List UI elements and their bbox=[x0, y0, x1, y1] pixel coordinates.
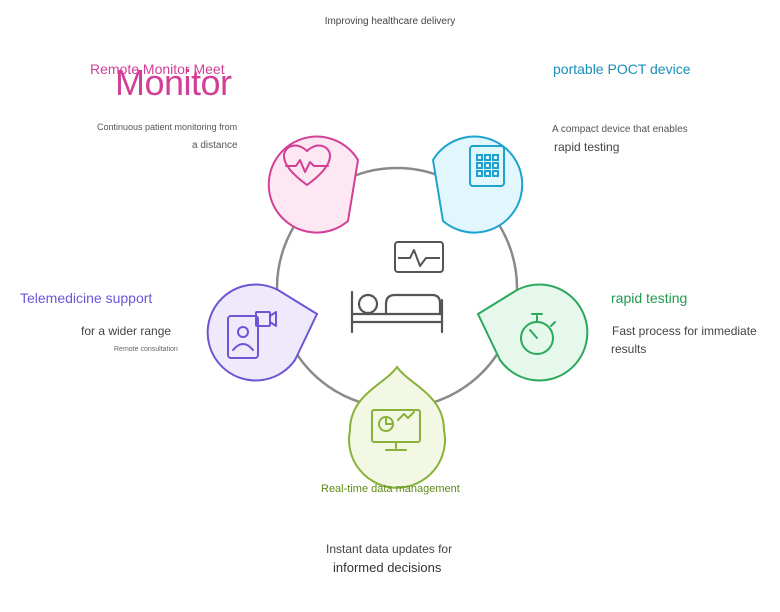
monitor-chart-icon bbox=[371, 409, 421, 451]
realtime-data-title: Real-time data management bbox=[321, 483, 460, 495]
keypad-device-icon bbox=[469, 145, 505, 187]
remote-monitor-desc-line2: a distance bbox=[192, 140, 238, 151]
telemedicine-title: Telemedicine support bbox=[20, 290, 153, 306]
remote-monitor-desc-line1: Continuous patient monitoring from bbox=[97, 122, 238, 132]
stopwatch-icon bbox=[520, 313, 556, 355]
poct-device-pin bbox=[431, 135, 524, 234]
telemedicine-desc-line1: for a wider range bbox=[81, 324, 172, 338]
rapid-testing-desc-line2: results bbox=[611, 342, 647, 356]
poct-device-node bbox=[431, 135, 524, 234]
remote-monitor-pin bbox=[267, 135, 360, 234]
remote-monitor-title-small: Remote Monitor Meet bbox=[90, 61, 225, 77]
rapid-testing-desc-line1: Fast process for immediate bbox=[612, 324, 757, 338]
rapid-testing-node bbox=[476, 283, 589, 382]
ecg-screen-icon bbox=[394, 241, 444, 273]
telemedicine-pin bbox=[206, 283, 319, 382]
realtime-data-pin bbox=[348, 365, 446, 489]
poct-device-desc-line1: A compact device that enables bbox=[552, 124, 688, 135]
heart-rate-icon bbox=[283, 144, 331, 186]
phone-video-icon bbox=[227, 311, 277, 359]
remote-monitor-title-large: Monitor bbox=[115, 62, 232, 103]
poct-device-title: portable POCT device bbox=[553, 61, 691, 77]
telemedicine-node bbox=[206, 283, 319, 382]
realtime-data-desc-line2: informed decisions bbox=[333, 560, 442, 575]
poct-device-desc-line2: rapid testing bbox=[554, 140, 620, 154]
diagram-subtitle: Improving healthcare delivery bbox=[324, 16, 456, 27]
rapid-testing-title: rapid testing bbox=[611, 290, 688, 306]
hospital-bed-icon bbox=[350, 290, 444, 334]
telemedicine-desc-line2: Remote consultation bbox=[114, 346, 178, 353]
realtime-data-desc-line1: Instant data updates for bbox=[326, 542, 453, 556]
realtime-data-node bbox=[348, 365, 446, 489]
remote-monitor-node bbox=[267, 135, 360, 234]
